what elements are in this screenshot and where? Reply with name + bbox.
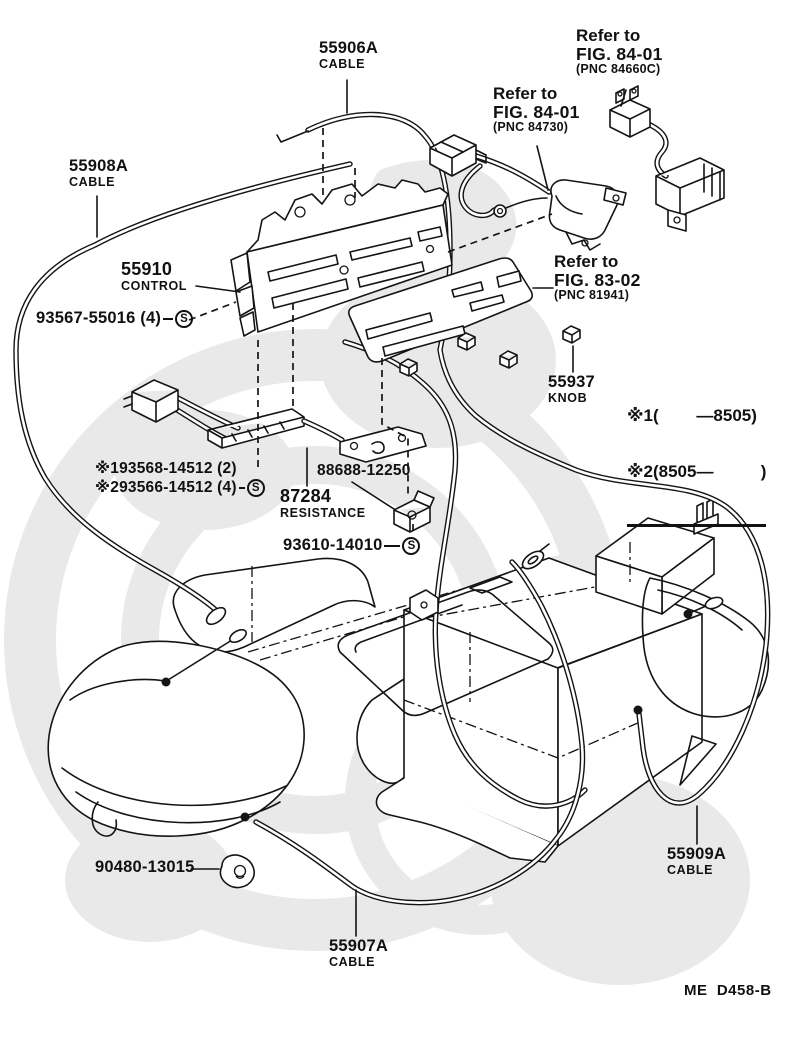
part-label-88688: 88688-12250 bbox=[317, 462, 411, 479]
part-number: 55907A bbox=[329, 937, 388, 955]
leader-dash bbox=[163, 318, 174, 320]
refer-to-text: Refer to bbox=[554, 252, 619, 271]
figure-number: FIG. 84-01 bbox=[493, 101, 580, 122]
part-name: CONTROL bbox=[121, 278, 187, 293]
knobs-art bbox=[399, 325, 581, 377]
part-number: 55937 bbox=[548, 373, 595, 391]
note-line-1: ※1( —8505) bbox=[627, 405, 757, 425]
reference-fig-84-01-upper: Refer to FIG. 84-01 (PNC 84660C) bbox=[576, 27, 663, 76]
part-label-55909a: 55909A CABLE bbox=[667, 845, 726, 878]
harness-84730-art bbox=[429, 134, 627, 251]
part-label-55908a: 55908A CABLE bbox=[69, 157, 128, 190]
part-number: 93567-55016 (4) bbox=[36, 309, 162, 328]
part-label-55906a: 55906A CABLE bbox=[319, 39, 378, 72]
pnc-number: (PNC 84730) bbox=[493, 120, 569, 135]
part-label-55907a: 55907A CABLE bbox=[329, 937, 388, 970]
resistor-harness-art bbox=[123, 379, 435, 533]
reference-fig-84-01-lower: Refer to FIG. 84-01 (PNC 84730) bbox=[493, 85, 580, 134]
screw-symbol-icon: S bbox=[175, 310, 194, 328]
part-name: CABLE bbox=[667, 863, 714, 878]
part-number: 55906A bbox=[319, 39, 378, 57]
part-label-93610: 93610-14010 S bbox=[283, 536, 421, 555]
screw-symbol-icon: S bbox=[402, 537, 421, 555]
part-number: 55909A bbox=[667, 845, 726, 863]
reference-fig-83-02: Refer to FIG. 83-02 (PNC 81941) bbox=[554, 253, 641, 302]
leader-dash bbox=[384, 545, 401, 547]
part-number: 87284 bbox=[280, 486, 332, 506]
part-number: 90480-13015 bbox=[95, 858, 195, 876]
assembly-dashed-lines bbox=[188, 128, 553, 536]
harness-84660c-art bbox=[609, 85, 725, 232]
part-name: KNOB bbox=[548, 391, 588, 406]
part-number: ※193568-14512 (2) bbox=[95, 460, 237, 477]
part-label-87284: 87284 RESISTANCE bbox=[280, 487, 366, 520]
part-label-55910: 55910 CONTROL bbox=[121, 260, 187, 293]
part-number: 93610-14010 bbox=[283, 536, 383, 555]
leader-dash bbox=[238, 487, 245, 490]
part-label-90480: 90480-13015 bbox=[95, 858, 195, 876]
part-name: CABLE bbox=[319, 57, 366, 72]
applicability-notes: ※1( —8505) ※2(8505— ) bbox=[627, 370, 767, 527]
note-line-2: ※2(8505— ) bbox=[627, 462, 767, 482]
figure-number: FIG. 84-01 bbox=[576, 43, 663, 64]
refer-to-text: Refer to bbox=[493, 84, 558, 103]
part-number: 88688-12250 bbox=[317, 462, 411, 479]
faceplate-art bbox=[348, 257, 533, 363]
part-label-93567: 93567-55016 (4) S bbox=[36, 309, 194, 328]
part-number: 55908A bbox=[69, 157, 128, 175]
figure-number: FIG. 83-02 bbox=[554, 269, 641, 290]
part-label-93568-93566: ※193568-14512 (2) ※293566-14512 (4) S bbox=[95, 460, 265, 498]
part-number: 55910 bbox=[121, 259, 173, 279]
screw-symbol-icon: S bbox=[246, 479, 265, 498]
control-assembly-art bbox=[230, 179, 453, 337]
heater-unit-art bbox=[337, 498, 770, 863]
cables-art bbox=[16, 114, 768, 902]
grommet-art bbox=[219, 854, 255, 889]
document-code: ME D458-B bbox=[684, 982, 772, 999]
part-name: RESISTANCE bbox=[280, 505, 366, 520]
pnc-number: (PNC 81941) bbox=[554, 288, 630, 303]
part-name: CABLE bbox=[329, 955, 376, 970]
part-label-55937: 55937 KNOB bbox=[548, 373, 595, 406]
refer-to-text: Refer to bbox=[576, 26, 641, 45]
part-number: ※293566-14512 (4) bbox=[95, 479, 237, 497]
pnc-number: (PNC 84660C) bbox=[576, 62, 661, 77]
part-name: CABLE bbox=[69, 175, 116, 190]
leader-lines bbox=[96, 79, 698, 937]
